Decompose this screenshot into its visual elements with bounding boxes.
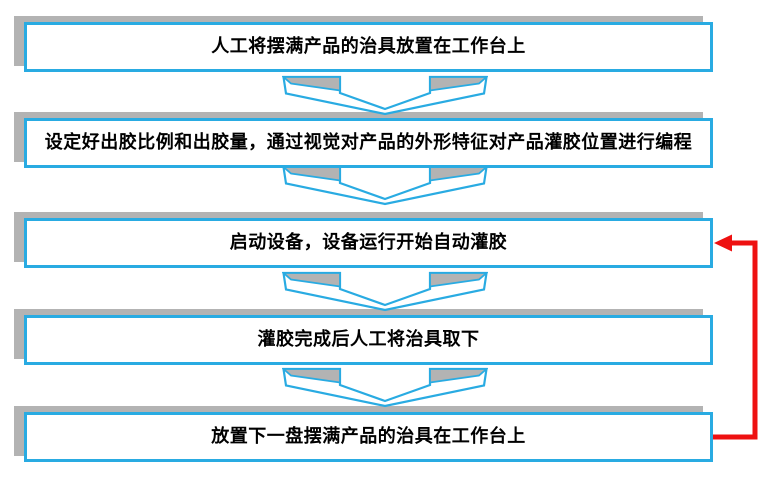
chevron-down-arrow-2 bbox=[282, 165, 488, 206]
flow-step-1-label: 人工将摆满产品的治具放置在工作台上 bbox=[211, 36, 526, 57]
chevron-down-arrow-4 bbox=[282, 367, 488, 408]
flow-step-5-label: 放置下一盘摆满产品的治具在工作台上 bbox=[211, 426, 526, 447]
flow-step-3: 启动设备，设备运行开始自动灌胶 bbox=[24, 218, 713, 268]
flow-step-4-label: 灌胶完成后人工将治具取下 bbox=[257, 329, 480, 350]
flow-step-2: 设定好出胶比例和出胶量，通过视觉对产品的外形特征对产品灌胶位置进行编程 bbox=[24, 118, 713, 168]
chevron-down-arrow-3 bbox=[282, 271, 488, 312]
flow-step-1: 人工将摆满产品的治具放置在工作台上 bbox=[24, 22, 713, 72]
flow-step-5: 放置下一盘摆满产品的治具在工作台上 bbox=[24, 412, 713, 462]
flow-step-4: 灌胶完成后人工将治具取下 bbox=[24, 315, 713, 365]
feedback-arrowhead-icon bbox=[714, 234, 732, 252]
flow-step-3-label: 启动设备，设备运行开始自动灌胶 bbox=[229, 232, 508, 253]
chevron-down-arrow-1 bbox=[282, 75, 488, 116]
flow-step-2-label: 设定好出胶比例和出胶量，通过视觉对产品的外形特征对产品灌胶位置进行编程 bbox=[44, 132, 693, 153]
